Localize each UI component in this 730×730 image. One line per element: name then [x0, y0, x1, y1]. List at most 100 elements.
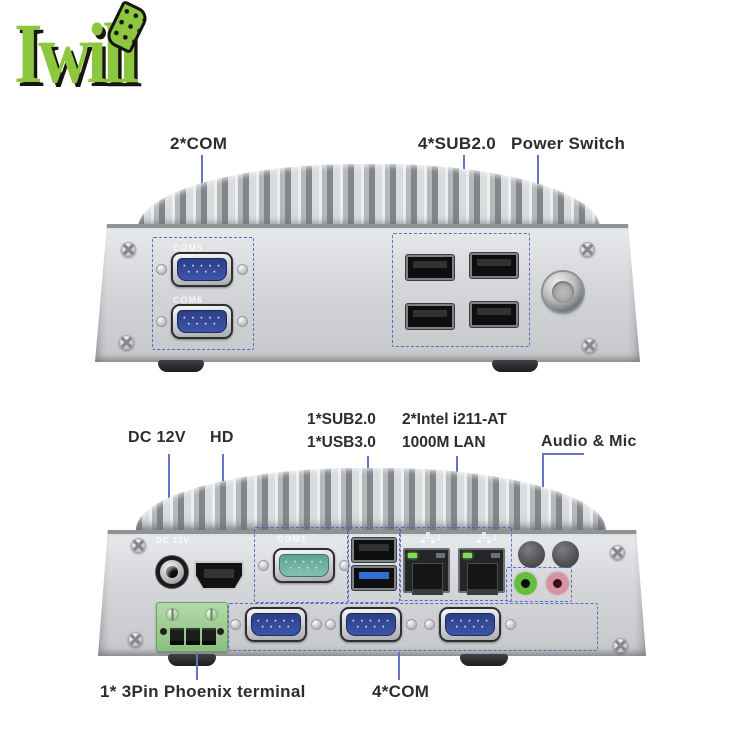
- leader-phoenix: [196, 652, 198, 680]
- label-power-switch: Power Switch: [511, 134, 626, 153]
- rubber-foot: [492, 360, 538, 372]
- jack-screw: [237, 316, 248, 327]
- usb-port: [470, 302, 518, 327]
- com-port: [230, 607, 322, 642]
- screw: [131, 538, 146, 553]
- com5-print: COM5: [173, 243, 204, 253]
- db9-pins: [251, 613, 301, 636]
- dashed-box-usb-stack: [348, 527, 400, 603]
- usb2-port: [352, 538, 396, 562]
- dashed-box-com5-com6: [152, 237, 254, 350]
- terminal-pin: [202, 628, 216, 645]
- antenna-hole-plug: [518, 541, 545, 568]
- hdmi-port: [194, 561, 244, 590]
- db9-shell: [340, 607, 402, 642]
- lan-port: [403, 548, 450, 595]
- db9-pins: [279, 554, 329, 577]
- jack-screw: [156, 316, 167, 327]
- screw: [582, 338, 597, 353]
- com6-port: [156, 304, 248, 339]
- screw: [119, 335, 134, 350]
- dashed-box-audio: [506, 567, 572, 602]
- dc12v-print: DC 12V: [156, 536, 191, 545]
- label-usb-line2: 1*USB3.0: [307, 434, 376, 451]
- terminal-screw: [166, 608, 179, 621]
- lan-port: [458, 548, 505, 595]
- dashed-box-4com: [228, 603, 598, 651]
- brand-logo: Iwill: [0, 0, 230, 110]
- screw: [610, 545, 625, 560]
- phoenix-terminal: [156, 602, 228, 652]
- terminal-pin: [170, 628, 184, 645]
- leader-dc12v: [168, 454, 170, 530]
- lan-icon: [476, 531, 492, 549]
- com-port: [424, 607, 516, 642]
- jack-screw: [311, 619, 322, 630]
- dashed-box-lan: [400, 527, 512, 601]
- db9-pins: [346, 613, 396, 636]
- power-button: [543, 272, 583, 312]
- lan-led: [463, 553, 472, 558]
- lan-icon: [420, 531, 436, 549]
- db9-shell: [171, 304, 233, 339]
- antenna-hole-plug: [552, 541, 579, 568]
- lan-led: [491, 553, 500, 558]
- db9-shell: [171, 252, 233, 287]
- jack-screw: [339, 560, 350, 571]
- terminal-pin: [186, 628, 200, 645]
- db9-shell: [439, 607, 501, 642]
- mic-in-jack: [546, 572, 569, 595]
- rubber-foot: [460, 654, 508, 666]
- screw: [128, 632, 143, 647]
- com1-port: [258, 548, 350, 583]
- lan-led: [436, 553, 445, 558]
- heatsink-fins-front: [138, 164, 600, 228]
- jack-screw: [325, 619, 336, 630]
- terminal-hole: [160, 628, 167, 635]
- rubber-foot: [158, 360, 204, 372]
- audio-out-jack: [514, 572, 537, 595]
- screw: [613, 638, 628, 653]
- label-dc12v: DC 12V: [128, 429, 186, 446]
- label-audio-mic: Audio & Mic: [541, 433, 637, 450]
- lan-icon-number: 2: [437, 535, 442, 542]
- label-lan-line1: 2*Intel i211-AT: [402, 411, 507, 428]
- com5-port: [156, 252, 248, 287]
- jack-screw: [156, 264, 167, 275]
- db9-shell: [245, 607, 307, 642]
- com1-print: COM1: [277, 534, 308, 544]
- db9-pins: [177, 258, 227, 281]
- jack-screw: [258, 560, 269, 571]
- terminal-hole: [217, 628, 224, 635]
- rubber-foot: [168, 654, 216, 666]
- lan-icon-number: 1: [493, 535, 498, 542]
- jack-screw: [237, 264, 248, 275]
- lan-led: [408, 553, 417, 558]
- label-usb-line1: 1*SUB2.0: [307, 411, 376, 428]
- screw: [580, 242, 595, 257]
- usb-port: [406, 304, 454, 329]
- label-lan-line2: 1000M LAN: [402, 434, 486, 451]
- usb3-port: [352, 566, 396, 590]
- label-hd: HD: [210, 429, 234, 446]
- com-port: [325, 607, 417, 642]
- jack-screw: [424, 619, 435, 630]
- heatsink-fins-rear: [136, 468, 606, 530]
- usb-port: [406, 255, 454, 280]
- terminal-screw: [205, 608, 218, 621]
- screw: [121, 242, 136, 257]
- db9-pins: [445, 613, 495, 636]
- label-4usb: 4*SUB2.0: [418, 134, 496, 153]
- usb-port: [470, 253, 518, 278]
- label-4com: 4*COM: [372, 682, 430, 701]
- leader-4com: [398, 652, 400, 680]
- label-phoenix: 1* 3Pin Phoenix terminal: [100, 682, 306, 701]
- dc-power-jack: [156, 556, 188, 588]
- label-2com: 2*COM: [170, 134, 228, 153]
- com6-print: COM6: [173, 295, 204, 305]
- db9-pins: [177, 310, 227, 333]
- jack-screw: [505, 619, 516, 630]
- dashed-box-usb4: [392, 233, 530, 347]
- jack-screw: [406, 619, 417, 630]
